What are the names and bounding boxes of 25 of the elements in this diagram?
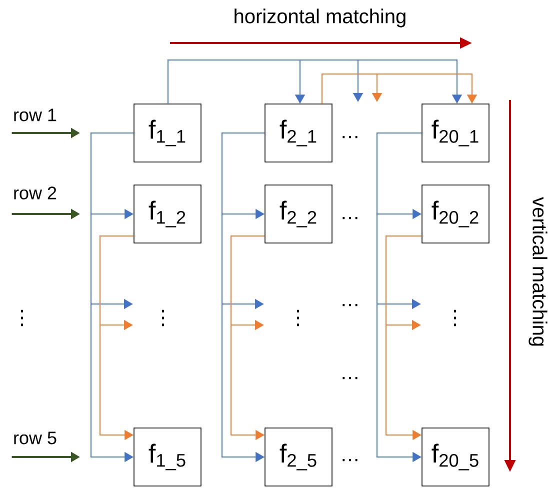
direction-label: horizontal matching [234, 8, 406, 28]
ellipsis: ⋮ [296, 310, 300, 326]
function-box: f$_{2_5}$ [264, 428, 332, 486]
function-box: f$_{20_5}$ [422, 428, 490, 486]
row-label: row 2 [14, 186, 56, 200]
function-box: f$_{2_2}$ [264, 184, 332, 244]
ellipsis: ⋮ [162, 310, 164, 326]
ellipsis: … [342, 216, 358, 220]
function-box: f$_{1_1}$ [134, 104, 202, 162]
ellipsis: … [342, 458, 358, 462]
arrow [322, 74, 478, 104]
direction-label: vertical matching [528, 197, 548, 346]
ellipsis: ⋮ [20, 310, 24, 326]
function-box: f$_{1_5}$ [134, 428, 202, 486]
function-box: f$_{1_2}$ [134, 184, 202, 244]
function-box: f$_{20_2}$ [422, 184, 490, 244]
ellipsis: … [342, 136, 358, 138]
function-box: f$_{2_1}$ [264, 104, 332, 162]
row-label: row 5 [14, 432, 56, 444]
arrow [168, 60, 462, 104]
function-box: f$_{20_1}$ [422, 104, 490, 162]
ellipsis: … [342, 376, 358, 380]
ellipsis: … [342, 304, 358, 306]
row-label: row 1 [14, 108, 56, 122]
ellipsis: ⋮ [454, 310, 456, 326]
